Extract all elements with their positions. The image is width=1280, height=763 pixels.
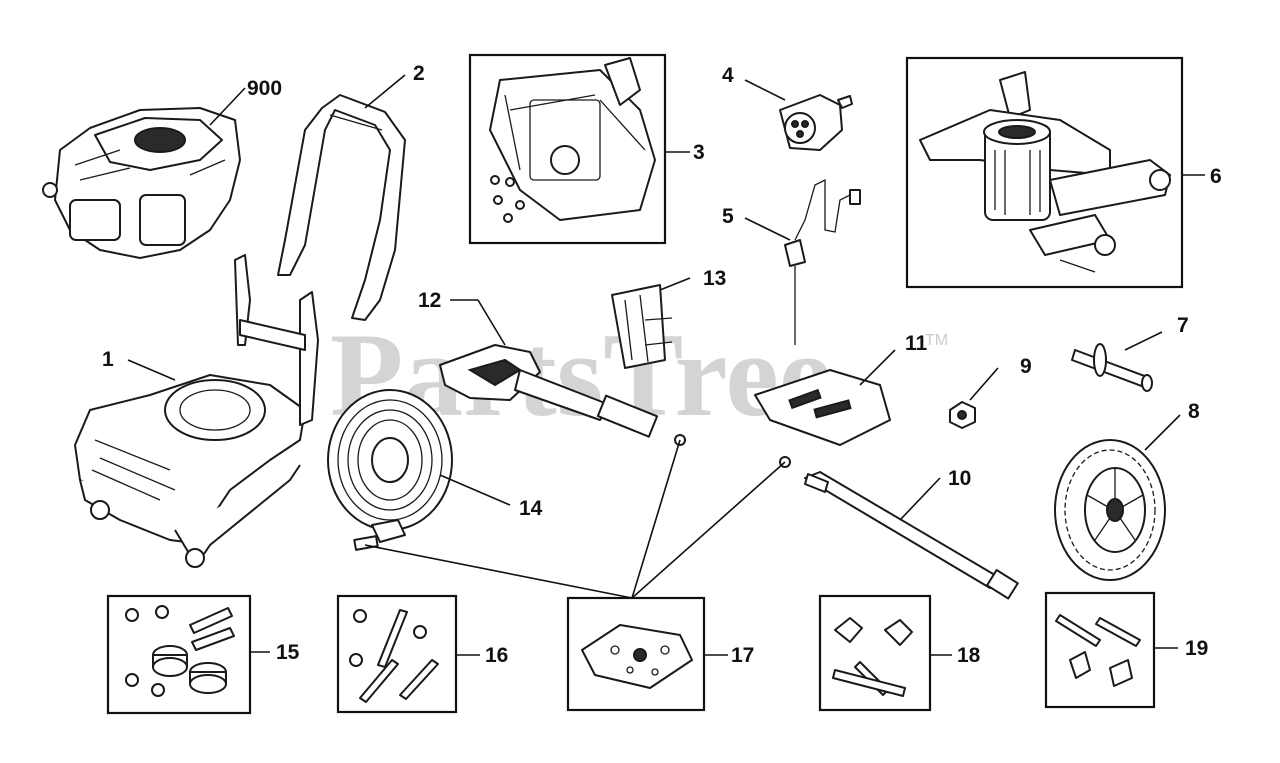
callout-19[interactable]: 19: [1185, 637, 1208, 660]
part-hardware-kit-15[interactable]: [125, 605, 235, 697]
callout-8[interactable]: 8: [1188, 400, 1200, 423]
callout-17[interactable]: 17: [731, 644, 754, 667]
part-kit-17[interactable]: [581, 624, 693, 689]
leader-1: [127, 359, 176, 381]
leader-14: [439, 474, 511, 506]
callout-5[interactable]: 5: [722, 205, 734, 228]
leader-11: [859, 349, 896, 386]
callout-10[interactable]: 10: [948, 467, 971, 490]
callout-15[interactable]: 15: [276, 641, 300, 664]
callout-4[interactable]: 4: [722, 64, 734, 87]
callout-900[interactable]: 900: [247, 77, 282, 100]
watermark-trademark: TM: [925, 332, 948, 349]
part-wand[interactable]: [779, 456, 1019, 600]
leader-900: [209, 87, 246, 126]
leader-5: [744, 217, 791, 241]
part-frame[interactable]: [74, 254, 319, 568]
part-nozzle[interactable]: [779, 94, 853, 151]
callout-12[interactable]: 12: [418, 289, 441, 312]
leader-7: [1124, 331, 1163, 351]
leader-13: [659, 277, 691, 291]
callout-6[interactable]: 6: [1210, 165, 1222, 188]
part-holster[interactable]: [611, 284, 673, 369]
callout-14[interactable]: 14: [519, 497, 543, 520]
part-hose[interactable]: [327, 389, 453, 551]
leader-2: [364, 74, 406, 109]
box-part-16: [336, 594, 458, 714]
part-nut[interactable]: [949, 401, 976, 429]
callout-9[interactable]: 9: [1020, 355, 1032, 378]
leader-17a: [364, 544, 633, 599]
part-hardware-kit-16[interactable]: [349, 609, 439, 703]
part-nozzle-bag[interactable]: [754, 369, 891, 446]
leader-4: [744, 79, 786, 101]
box-part-19: [1044, 591, 1156, 709]
callout-3[interactable]: 3: [693, 141, 705, 164]
callout-18[interactable]: 18: [957, 644, 981, 667]
part-spark-plug-wire[interactable]: [784, 178, 861, 345]
part-wheel[interactable]: [1054, 439, 1166, 581]
leader-9: [969, 367, 999, 401]
callout-16[interactable]: 16: [485, 644, 508, 667]
leader-17b: [631, 439, 681, 599]
box-part-3: [468, 53, 667, 245]
box-part-18: [818, 594, 932, 712]
box-part-15: [106, 594, 252, 715]
callout-1[interactable]: 1: [102, 348, 114, 371]
part-control-panel[interactable]: [489, 57, 656, 223]
leader-8: [1144, 414, 1181, 451]
callout-7[interactable]: 7: [1177, 314, 1189, 337]
leader-17c: [631, 461, 786, 599]
box-part-17: [566, 596, 706, 712]
part-hardware-kit-19[interactable]: [1055, 614, 1141, 687]
callout-2[interactable]: 2: [413, 62, 425, 85]
leader-10: [899, 477, 941, 521]
part-engine[interactable]: [42, 107, 241, 259]
callout-13[interactable]: 13: [703, 267, 726, 290]
callout-11[interactable]: 11: [905, 332, 928, 355]
part-hardware-kit-18[interactable]: [832, 617, 913, 697]
part-handle[interactable]: [277, 94, 406, 321]
part-pump[interactable]: [919, 71, 1171, 273]
leader-12b: [477, 299, 506, 346]
part-axle[interactable]: [1071, 343, 1153, 392]
box-part-6: [905, 56, 1184, 289]
part-spray-gun[interactable]: [439, 344, 686, 446]
